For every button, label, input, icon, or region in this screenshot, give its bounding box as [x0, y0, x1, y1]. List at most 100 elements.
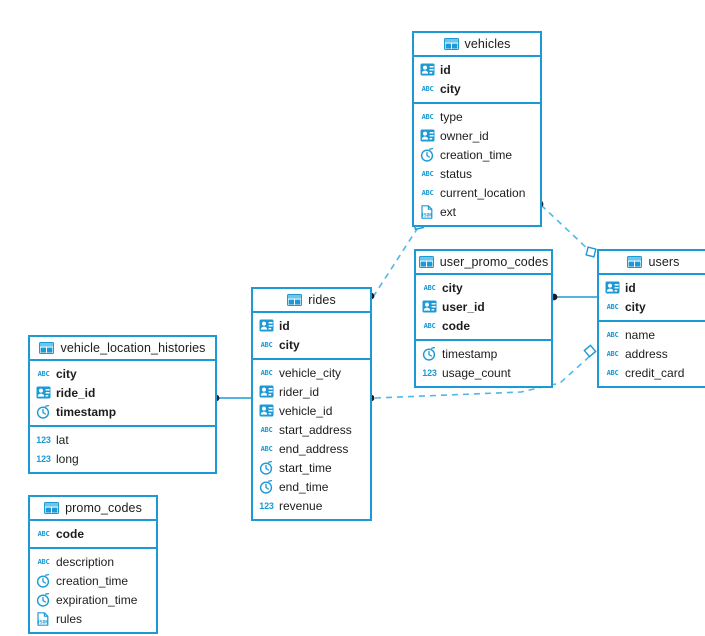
column-name: rules [56, 611, 83, 626]
table-name: promo_codes [65, 501, 142, 515]
column-name: code [442, 318, 471, 333]
relationship-user-promo-codes-to-users[interactable] [550, 293, 598, 301]
table-grid-icon [418, 256, 434, 268]
abc-text-icon: ABC [260, 340, 273, 349]
table-name: vehicle_location_histories [60, 341, 206, 355]
relationship-vehicle-location-histories-to-rides[interactable] [212, 394, 252, 402]
column-row[interactable]: ABC code [416, 316, 551, 335]
123-number-icon: 123 [422, 367, 437, 378]
table-grid-icon [627, 256, 643, 268]
column-row[interactable]: id [599, 278, 705, 297]
123-number-icon: 123 [36, 434, 51, 445]
table-header[interactable]: promo_codes [30, 497, 156, 521]
column-name: long [56, 451, 79, 466]
table-header[interactable]: vehicle_location_histories [30, 337, 215, 361]
id-badge-icon [605, 281, 620, 294]
abc-text-icon: ABC [606, 302, 619, 311]
table-header[interactable]: user_promo_codes [416, 251, 551, 275]
table-header[interactable]: rides [253, 289, 370, 313]
column-name: end_time [279, 479, 329, 494]
column-name: id [440, 62, 451, 77]
column-row[interactable]: end_time [253, 477, 370, 496]
column-row[interactable]: creation_time [414, 145, 540, 164]
table-header[interactable]: vehicles [414, 33, 540, 57]
column-row[interactable]: JSON rules [30, 609, 156, 628]
column-row[interactable]: rider_id [253, 382, 370, 401]
column-name: rider_id [279, 384, 320, 399]
table-header[interactable]: users [599, 251, 705, 275]
column-name: creation_time [56, 573, 129, 588]
column-name: city [625, 299, 646, 314]
column-name: user_id [442, 299, 485, 314]
id-badge-icon [259, 385, 274, 398]
column-row[interactable]: id [414, 60, 540, 79]
table-grid-icon [44, 502, 60, 514]
column-row[interactable]: creation_time [30, 571, 156, 590]
123-number-icon: 123 [259, 500, 274, 511]
abc-text-icon: ABC [260, 425, 273, 434]
column-row[interactable]: expiration_time [30, 590, 156, 609]
column-row[interactable]: timestamp [416, 344, 551, 363]
clock-icon [36, 592, 51, 607]
column-row[interactable]: start_time [253, 458, 370, 477]
column-row[interactable]: timestamp [30, 402, 215, 421]
column-row[interactable]: JSON ext [414, 202, 540, 221]
column-name: expiration_time [56, 592, 138, 607]
svg-text:JSON: JSON [37, 619, 48, 625]
column-name: timestamp [56, 404, 117, 419]
abc-text-icon: ABC [606, 349, 619, 358]
column-row[interactable]: user_id [416, 297, 551, 316]
column-name: start_address [279, 422, 352, 437]
column-row[interactable]: owner_id [414, 126, 540, 145]
column-name: id [625, 280, 636, 295]
table-grid-icon [443, 38, 459, 50]
column-row[interactable]: vehicle_id [253, 401, 370, 420]
abc-text-icon: ABC [421, 188, 434, 197]
column-row[interactable]: ABC start_address [253, 420, 370, 439]
column-name: status [440, 166, 473, 181]
id-badge-icon [420, 129, 435, 142]
column-row[interactable]: id [253, 316, 370, 335]
clock-icon [259, 479, 274, 494]
abc-text-icon: ABC [423, 321, 436, 330]
abc-text-icon: ABC [37, 369, 50, 378]
json-document-icon: JSON [420, 204, 435, 219]
abc-text-icon: ABC [606, 368, 619, 377]
table-grid-icon [39, 342, 55, 354]
column-name: name [625, 327, 656, 342]
column-name: type [440, 109, 463, 124]
column-name: creation_time [440, 147, 513, 162]
column-name: ext [440, 204, 457, 219]
column-row[interactable]: ABC city [599, 297, 705, 316]
clock-icon [36, 573, 51, 588]
abc-text-icon: ABC [260, 444, 273, 453]
column-row[interactable]: ride_id [30, 383, 215, 402]
